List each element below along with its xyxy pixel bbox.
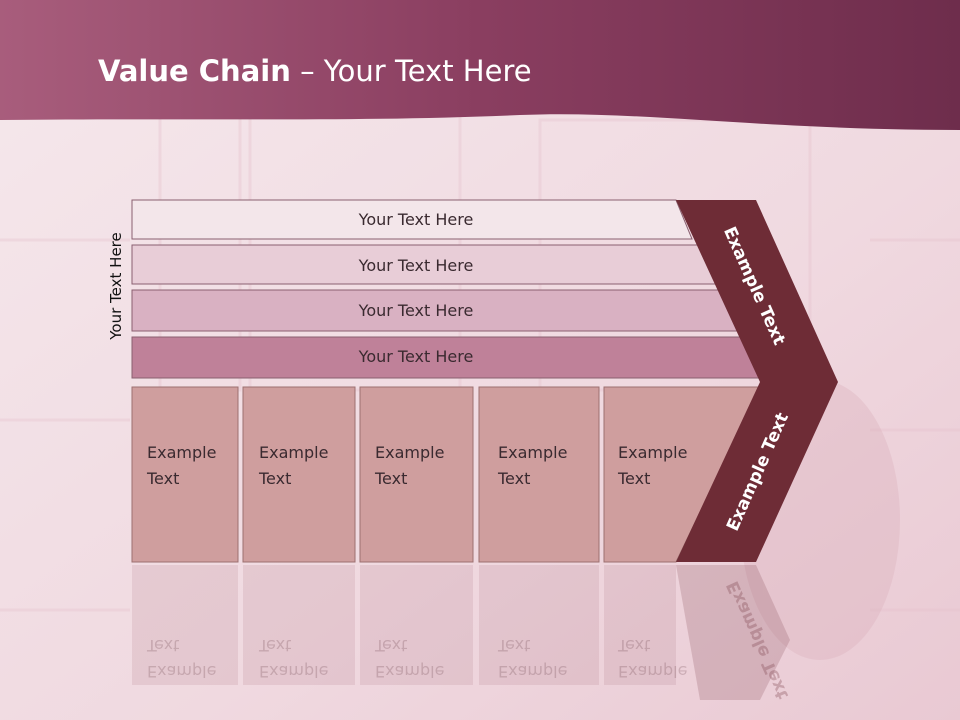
column-box-3	[359, 386, 474, 563]
slide-title: Value Chain – Your Text Here	[98, 54, 532, 88]
column-label-3: Example Text	[375, 443, 445, 488]
reflection-4: Example Text	[498, 636, 568, 681]
vertical-axis-label: Your Text Here	[107, 232, 125, 340]
row-label-2: Your Text Here	[358, 255, 474, 275]
reflection-5: Example Text	[618, 636, 688, 681]
title-bold: Value Chain	[98, 54, 291, 88]
reflection-2: Example Text	[259, 636, 329, 681]
row-label-1: Your Text Here	[358, 209, 474, 229]
column-box-4	[478, 386, 600, 563]
column-box-1	[131, 386, 239, 563]
reflection-1: Example Text	[147, 636, 217, 681]
row-label-4: Your Text Here	[358, 346, 474, 366]
margin-chevron	[676, 200, 838, 562]
reflection-3: Example Text	[375, 636, 445, 681]
column-label-1: Example Text	[147, 443, 217, 488]
column-label-5: Example Text	[618, 443, 688, 488]
column-label-4: Example Text	[498, 443, 568, 488]
column-label-2: Example Text	[259, 443, 329, 488]
column-box-2	[242, 386, 356, 563]
row-band-1	[131, 199, 693, 240]
row-label-3: Your Text Here	[358, 300, 474, 320]
title-rest: – Your Text Here	[290, 54, 532, 88]
